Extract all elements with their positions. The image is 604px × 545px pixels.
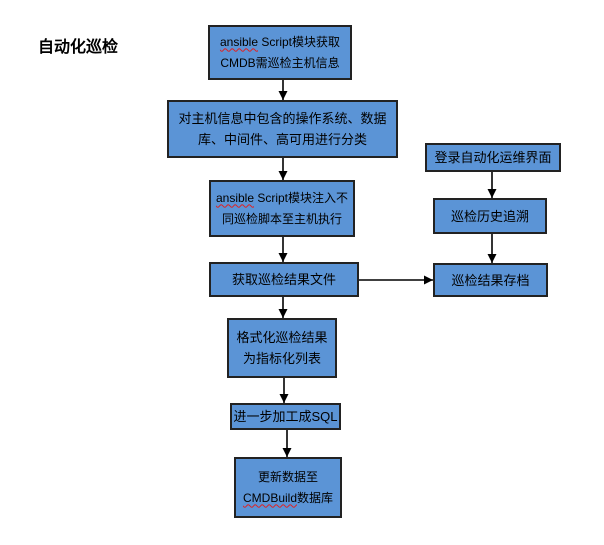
step-update-cmdbuild: 更新数据至 CMDBuild数据库 bbox=[234, 457, 342, 518]
step-text-line: 巡检结果存档 bbox=[451, 272, 530, 288]
step-text-line: 为指标化列表 bbox=[242, 351, 321, 366]
step-text-line: 进一步加工成SQL bbox=[233, 409, 338, 424]
diagram-title: 自动化巡检 bbox=[38, 37, 119, 56]
step-text-line: 库、中间件、高可用进行分类 bbox=[197, 132, 367, 147]
step-text-line: 更新数据至 bbox=[258, 467, 318, 488]
step-text-line: 巡检历史追溯 bbox=[450, 208, 529, 224]
step-text-line: 登录自动化运维界面 bbox=[434, 150, 552, 165]
step-text-segment: CMDB需巡检主机信息 bbox=[220, 55, 340, 70]
step-text-line: ansible Script模块注入不 bbox=[216, 188, 348, 209]
step-text-line: 获取巡检结果文件 bbox=[231, 272, 336, 287]
step-get-cmdb-hosts: ansible Script模块获取 CMDB需巡检主机信息 bbox=[208, 25, 352, 80]
step-fetch-result-files: 获取巡检结果文件 bbox=[209, 262, 359, 297]
step-text-line: 对主机信息中包含的操作系统、数据 bbox=[178, 111, 387, 126]
step-login-ops-ui: 登录自动化运维界面 bbox=[425, 143, 561, 172]
step-text-line: CMDB需巡检主机信息 bbox=[220, 53, 339, 74]
step-format-results: 格式化巡检结果 为指标化列表 bbox=[227, 318, 337, 378]
step-text-line: CMDBuild数据库 bbox=[243, 488, 333, 509]
step-text-segment: CMDBuild bbox=[242, 490, 297, 505]
step-inject-scripts: ansible Script模块注入不 同巡检脚本至主机执行 bbox=[209, 180, 355, 237]
step-text-line: ansible Script模块获取 bbox=[220, 32, 340, 53]
step-archive-results: 巡检结果存档 bbox=[433, 263, 548, 297]
step-classify-hosts: 对主机信息中包含的操作系统、数据 库、中间件、高可用进行分类 bbox=[167, 100, 398, 158]
step-history-trace: 巡检历史追溯 bbox=[433, 198, 547, 234]
step-text-segment: ansible bbox=[215, 190, 254, 205]
step-text-segment: ansible bbox=[219, 34, 258, 49]
step-text-segment: Script模块注入不 bbox=[254, 190, 349, 205]
step-text-line: 同巡检脚本至主机执行 bbox=[222, 209, 342, 230]
step-convert-to-sql: 进一步加工成SQL bbox=[230, 403, 341, 430]
step-text-segment: 同巡检脚本至主机执行 bbox=[221, 211, 342, 226]
step-text-line: 格式化巡检结果 bbox=[236, 330, 328, 345]
step-text-segment: 数据库 bbox=[297, 490, 334, 505]
step-text-segment: Script模块获取 bbox=[258, 34, 341, 49]
step-text-segment: 更新数据至 bbox=[257, 469, 318, 484]
